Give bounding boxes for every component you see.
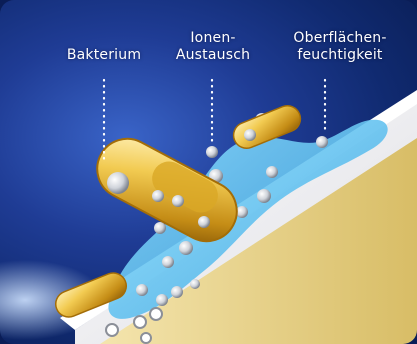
label-ion-exchange: Ionen- Austausch: [160, 30, 266, 64]
label-bacterium: Bakterium: [45, 47, 163, 64]
label-surface-moisture: Oberflächen- feuchtigkeit: [270, 30, 410, 64]
